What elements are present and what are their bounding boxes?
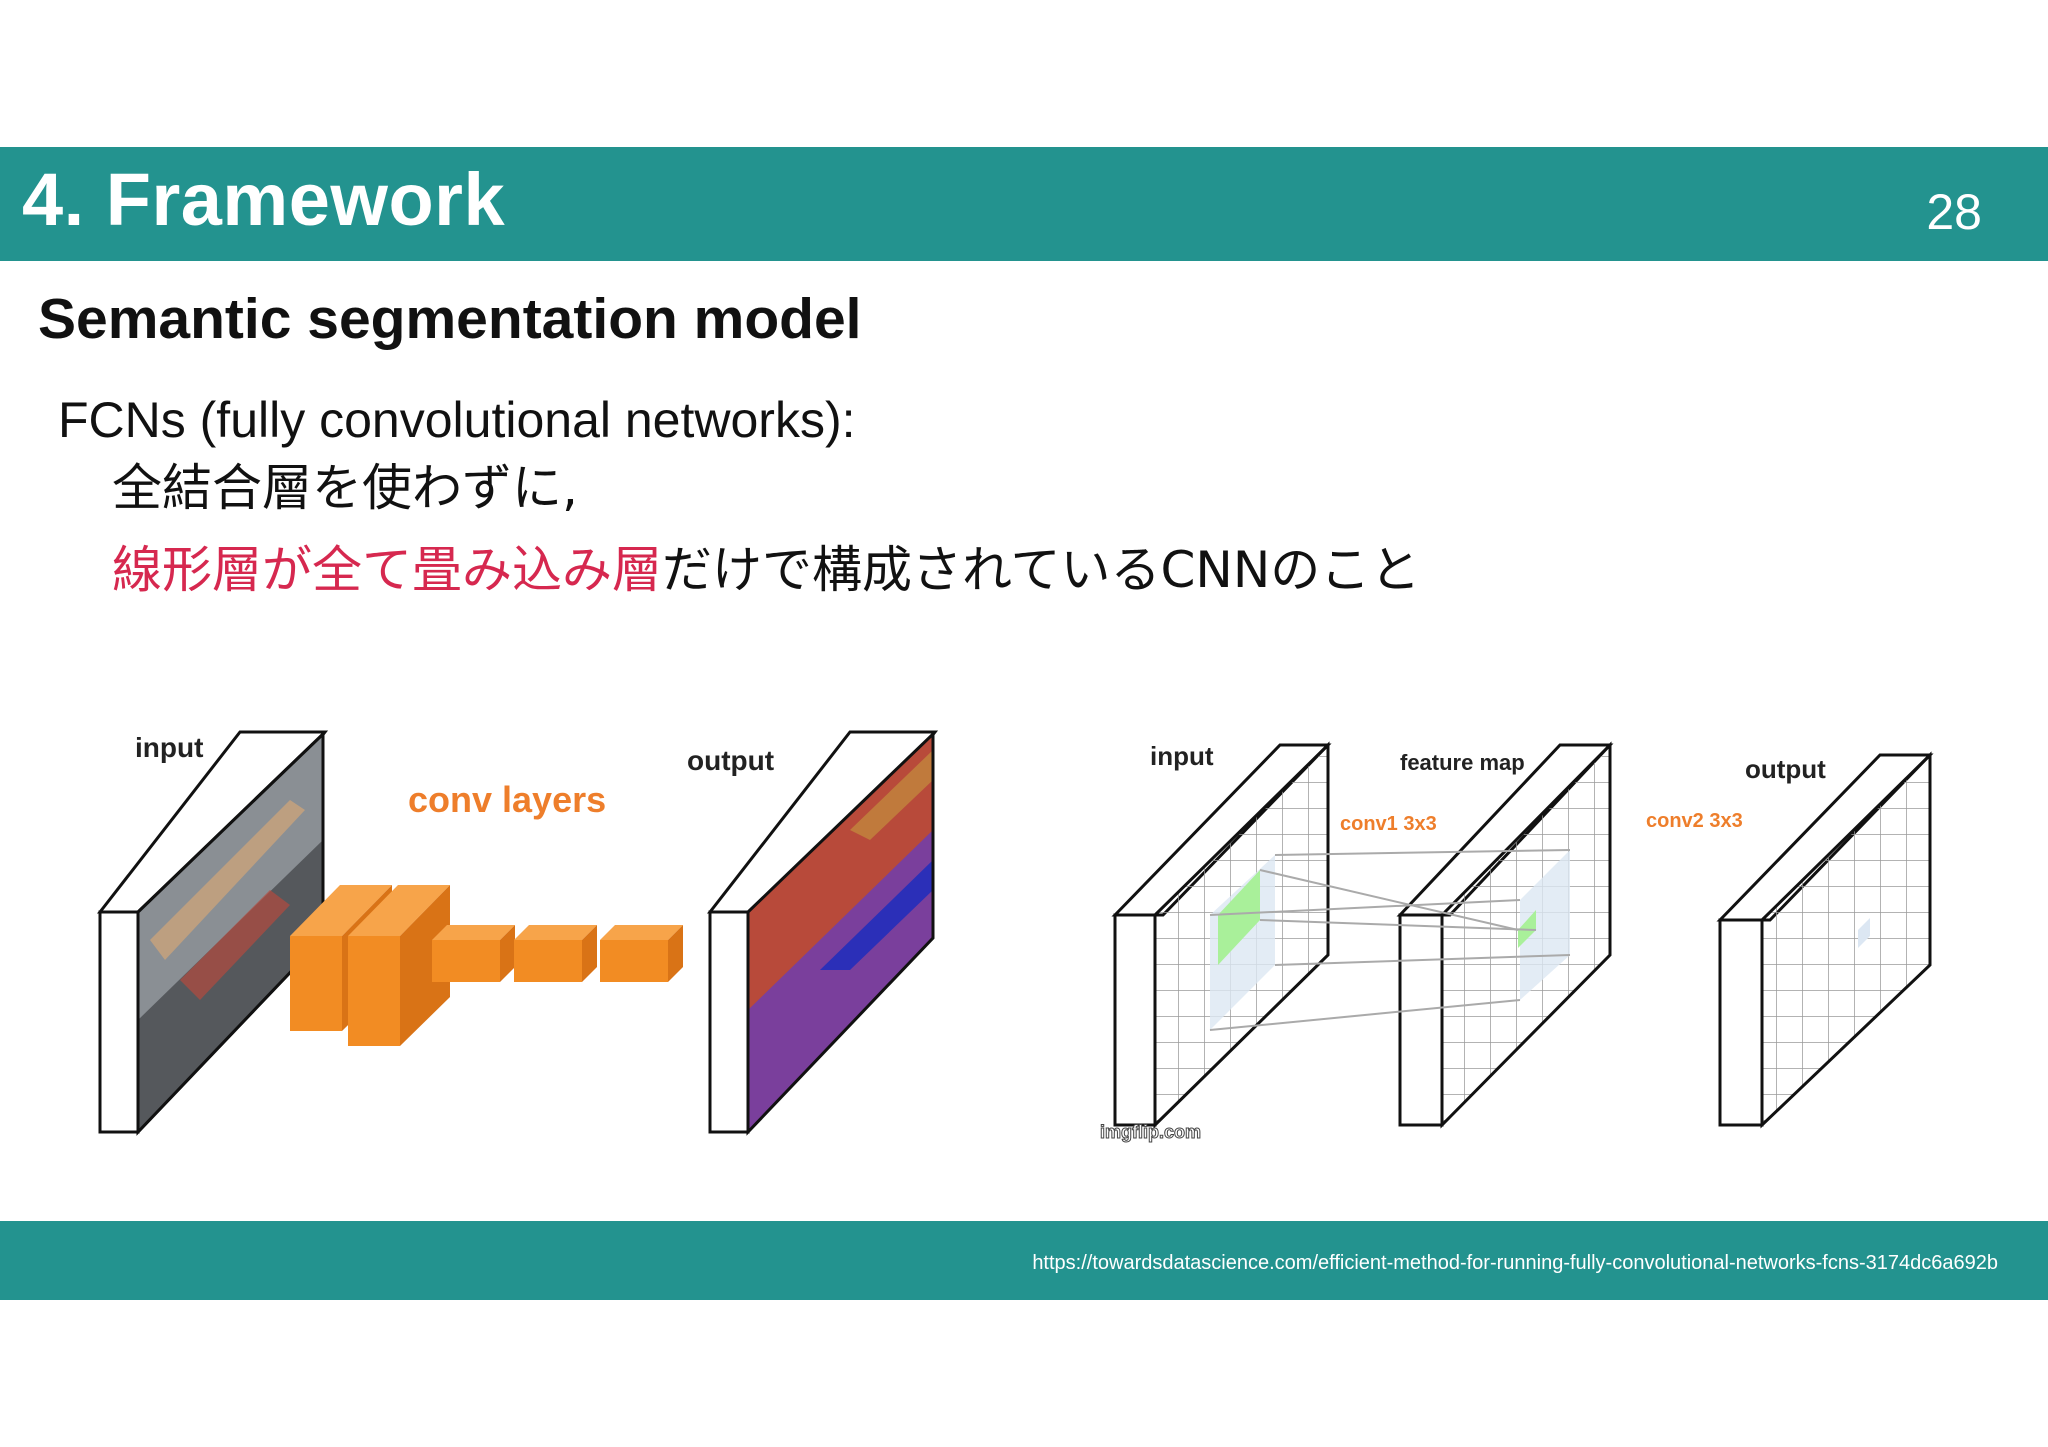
right-input-label: input: [1150, 741, 1214, 771]
page-number: 28: [1926, 184, 1982, 240]
imgflip-watermark: imgflip.com: [1100, 1122, 1201, 1142]
fcn-definition-heading: FCNs (fully convolutional networks):: [58, 392, 856, 448]
feature-map-label: feature map: [1400, 750, 1525, 775]
conv1-label: conv1 3x3: [1340, 813, 1437, 835]
convolution-grid-figure: input feature map output conv1 3x3 conv2…: [1100, 730, 1980, 1150]
footer-band: [0, 1221, 2048, 1300]
feature-map-slab: [1396, 741, 1614, 1129]
output-segmentation-slab: [706, 730, 939, 1136]
input-grid-slab: [1111, 741, 1332, 1129]
left-output-label: output: [687, 745, 774, 776]
header-band: [0, 147, 2048, 261]
conv2-label: conv2 3x3: [1646, 810, 1743, 832]
description-rest: だけで構成されているCNNのこと: [662, 541, 1421, 599]
source-url-link[interactable]: https://towardsdatascience.com/efficient…: [1032, 1252, 1998, 1274]
right-output-label: output: [1745, 754, 1826, 784]
section-subtitle: Semantic segmentation model: [38, 287, 862, 351]
output-grid-slab: [1716, 751, 1934, 1129]
fcn-description-line-1: 全結合層を使わずに,: [112, 459, 578, 517]
fcn-description-line-2: 線形層が全て畳み込み層だけで構成されているCNNのこと: [112, 541, 1421, 600]
fcn-pipeline-figure: input output conv layers: [90, 720, 990, 1150]
left-input-label: input: [135, 732, 203, 763]
conv-layers-label: conv layers: [408, 779, 606, 820]
receptive-field-lines: [1209, 849, 1571, 1031]
slide-title: 4. Framework: [22, 158, 506, 241]
conv-layer-blocks: [290, 885, 683, 1046]
input-image-slab: [96, 730, 329, 1136]
highlighted-phrase: 線形層が全て畳み込み層: [112, 541, 662, 599]
